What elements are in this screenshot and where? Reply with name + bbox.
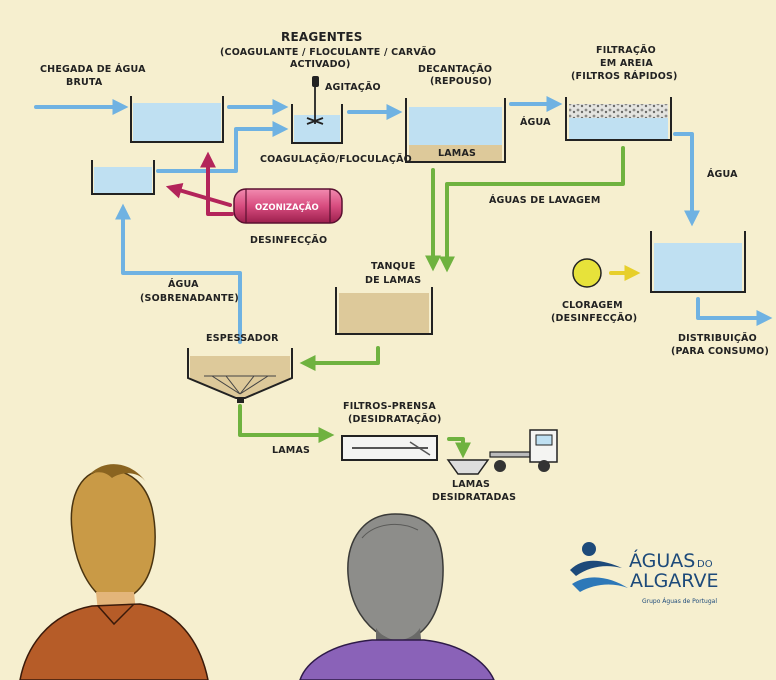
chlorine-source xyxy=(572,258,602,288)
label-filtration-2: EM AREIA xyxy=(600,58,653,69)
brand-line1-small: DO xyxy=(697,559,713,570)
label-filtration-1: FILTRAÇÃO xyxy=(596,45,656,56)
label-reagents-title: REAGENTES xyxy=(281,30,363,44)
label-dewatered-1: LAMAS xyxy=(452,479,490,490)
label-chlorination-1: CLORAGEM xyxy=(562,300,623,311)
label-dewatered-2: DESIDRATADAS xyxy=(432,492,516,503)
arrow-recirculation-to-coagulation xyxy=(156,121,289,173)
truck xyxy=(489,429,558,472)
label-filtration-3: (FILTROS RÁPIDOS) xyxy=(571,70,678,82)
label-reagents-sub-2: ACTIVADO) xyxy=(290,59,351,70)
brand-wave-icon xyxy=(570,542,628,592)
label-distribution-1: DISTRIBUIÇÃO xyxy=(678,333,757,344)
arrow-tank-to-thickener xyxy=(299,346,380,371)
label-chlorination-2: (DESINFECÇÃO) xyxy=(551,313,637,324)
woman-figure-illustration xyxy=(299,513,495,680)
arrow-filter-to-distribution-tank xyxy=(673,132,700,227)
sand-filter-tank xyxy=(565,97,672,141)
arrow-ozone-to-mixing xyxy=(200,151,234,216)
brand-line1-main: ÁGUAS xyxy=(629,549,695,572)
label-press-2: (DESIDRATAÇÃO) xyxy=(348,414,442,425)
aguas-do-algarve-logo: ÁGUAS DO ALGARVE Grupo Águas de Portugal xyxy=(570,542,718,605)
label-raw-water-1: CHEGADA DE ÁGUA xyxy=(40,63,146,75)
label-decantation-1: DECANTAÇÃO xyxy=(418,64,492,75)
label-reagents-sub-1: (COAGULANTE / FLOCULANTE / CARVÃO xyxy=(220,47,436,58)
label-water-b: ÁGUA xyxy=(707,168,738,180)
label-water-a: ÁGUA xyxy=(520,116,551,128)
decantation-tank xyxy=(405,98,506,163)
label-distribution-2: (PARA CONSUMO) xyxy=(671,346,769,357)
label-disinfection: DESINFECÇÃO xyxy=(250,235,327,246)
label-sludge-out: LAMAS xyxy=(272,445,310,456)
label-coagulation: COAGULAÇÃO/FLOCULAÇÃO xyxy=(260,154,412,165)
arrow-ozone-to-recirculation xyxy=(165,183,232,207)
label-decantation-sludge: LAMAS xyxy=(438,148,476,159)
label-supernatant-1: ÁGUA xyxy=(168,278,199,290)
label-raw-water-2: BRUTA xyxy=(66,77,103,88)
label-sludge-tank-1: TANQUE xyxy=(371,261,416,272)
arrow-wash-water xyxy=(439,146,625,273)
arrow-press-to-truck xyxy=(447,437,471,459)
thickener-tank xyxy=(187,348,293,403)
label-press-1: FILTROS-PRENSA xyxy=(343,401,436,412)
label-thickener: ESPESSADOR xyxy=(206,333,279,344)
label-sludge-tank-2: DE LAMAS xyxy=(365,275,421,286)
arrow-supernatant-return xyxy=(115,203,242,344)
brand-tagline: Grupo Águas de Portugal xyxy=(642,598,717,605)
small-recirculation-tank xyxy=(91,160,155,195)
coagulation-tank xyxy=(291,104,343,144)
distribution-tank xyxy=(650,231,746,293)
man-figure-illustration xyxy=(19,464,209,680)
press-filter-machine xyxy=(341,435,490,475)
ozonator-cylinder xyxy=(233,188,343,224)
label-supernatant-2: (SOBRENADANTE) xyxy=(140,293,239,304)
mixing-tank xyxy=(130,96,224,143)
label-wash-water: ÁGUAS DE LAVAGEM xyxy=(489,194,601,206)
brand-line2: ALGARVE xyxy=(630,570,718,592)
label-agitation: AGITAÇÃO xyxy=(325,82,381,93)
arrow-distribution-out xyxy=(696,297,773,326)
label-decantation-2: (REPOUSO) xyxy=(430,76,492,87)
label-ozonation: OZONIZAÇÃO xyxy=(255,202,319,213)
sludge-tank xyxy=(335,287,433,335)
agitator xyxy=(306,76,324,125)
arrow-thickener-to-press xyxy=(238,404,335,443)
